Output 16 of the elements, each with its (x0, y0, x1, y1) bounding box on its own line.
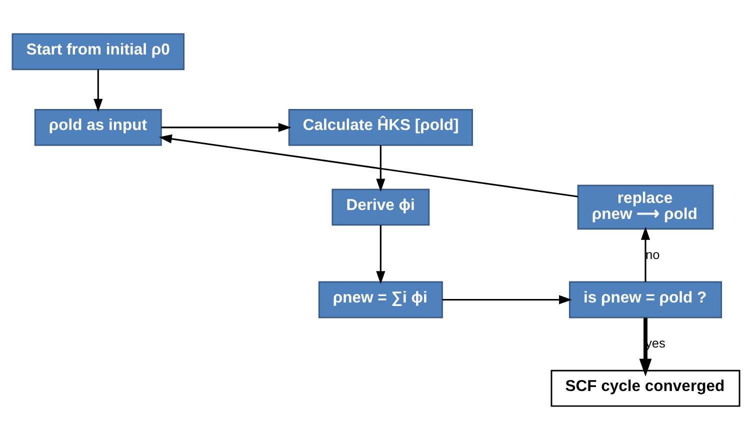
arrow (639, 318, 652, 377)
node-box: Start from initial ρ0 (12, 33, 185, 70)
arrow (161, 122, 292, 132)
node-box: ρnew = ∑i ϕi (318, 281, 443, 318)
arrow (158, 134, 578, 198)
arrow (376, 145, 386, 192)
arrow (442, 295, 572, 304)
node-box: SCF cycle converged (550, 370, 740, 407)
arrow (376, 225, 386, 284)
arrow (640, 226, 650, 282)
node-box: replace ρnew ⟶ ρold (577, 184, 714, 230)
node-box: ρold as input (34, 109, 162, 146)
node-box: Derive ϕi (332, 188, 430, 226)
node-box: is ρnew = ρold ? (568, 281, 722, 318)
node-box: Calculate ĤKS [ρold] (288, 109, 473, 146)
arrow (94, 69, 103, 112)
